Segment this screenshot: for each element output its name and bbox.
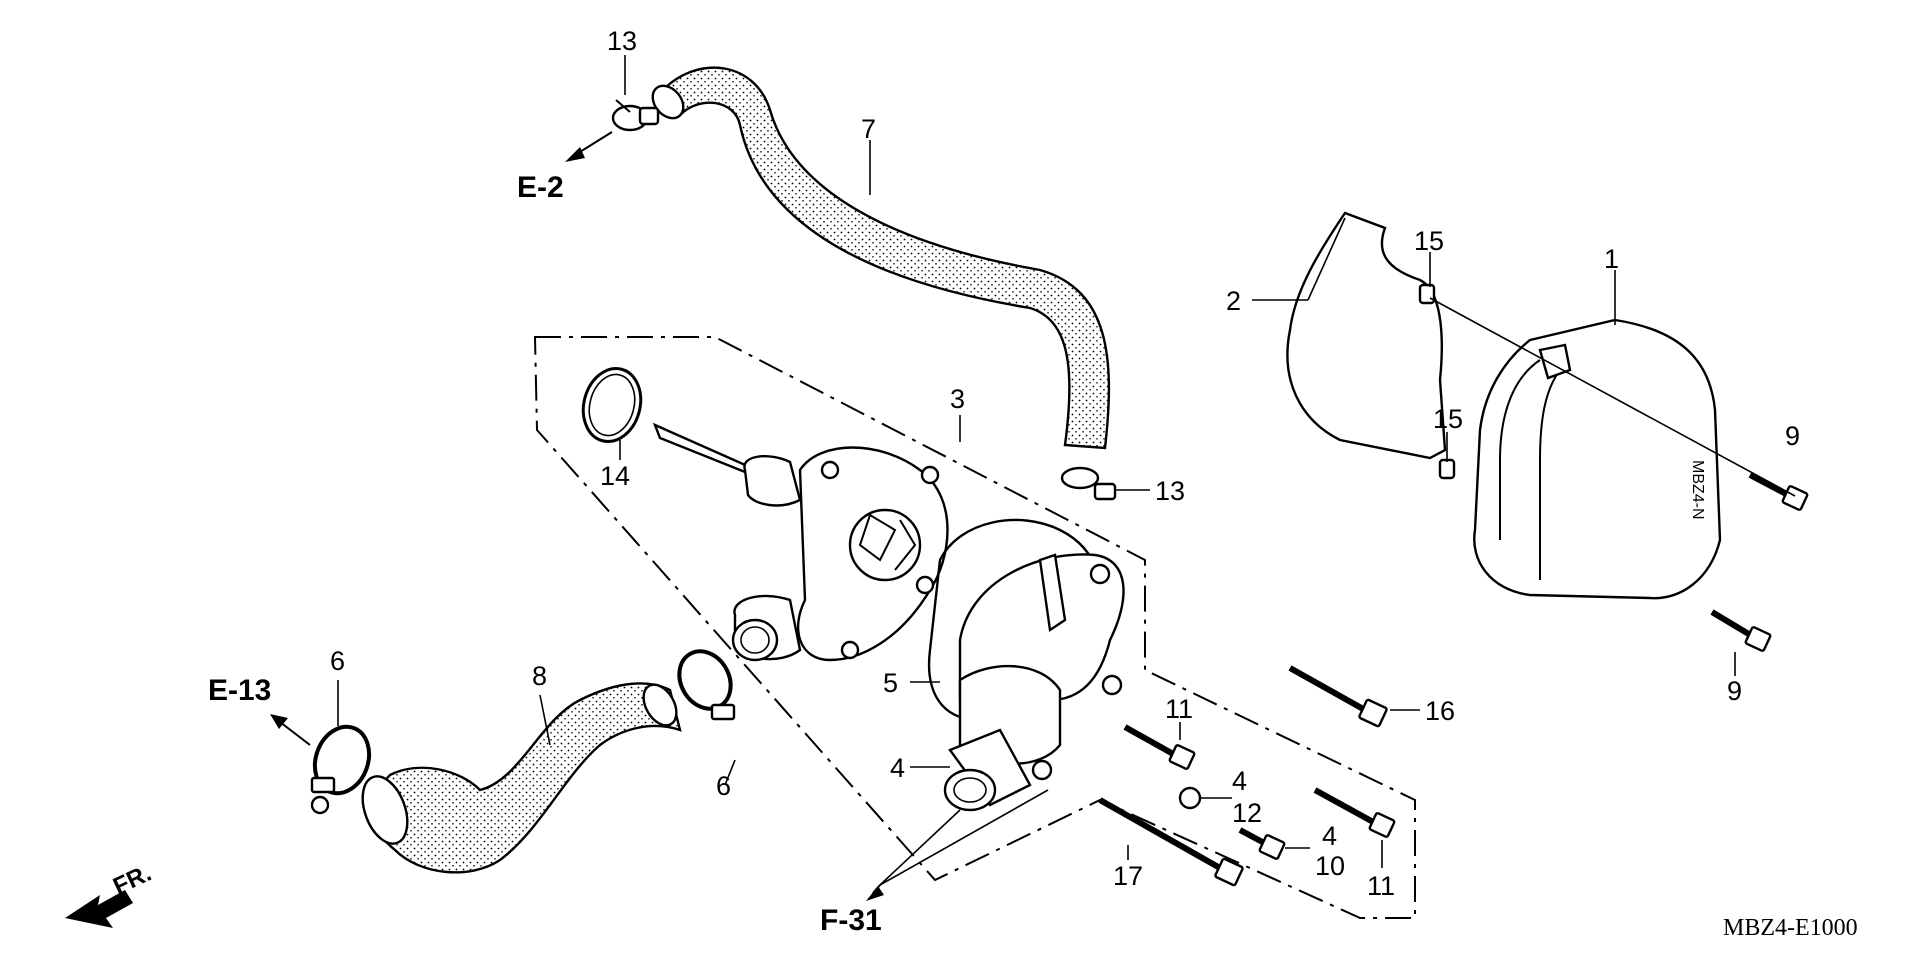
cover-stamp: MBZ4-N	[1689, 460, 1706, 520]
part-15-collar-lower	[1438, 458, 1456, 480]
label-15-lower: 15	[1433, 404, 1463, 434]
part-1-cover: MBZ4-N	[1473, 318, 1722, 600]
label-9-lower: 9	[1727, 676, 1742, 706]
part-7-hose	[651, 66, 1111, 450]
arrow-e2	[565, 131, 613, 162]
part-17-bolt	[1098, 797, 1244, 887]
part-13-clamp-upper	[611, 99, 660, 132]
arrow-f31	[866, 884, 884, 901]
arrow-e13	[270, 714, 311, 746]
label-11-left: 11	[1165, 694, 1193, 724]
part-number-labels: 13 7 2 15 1 3 15 9 14 13 6 8 5 9 11 16 6…	[330, 26, 1800, 901]
diagram-code: MBZ4-E1000	[1723, 915, 1858, 941]
ref-e13: E-13	[208, 674, 271, 707]
label-13-upper: 13	[607, 26, 637, 56]
label-5: 5	[883, 668, 898, 698]
ref-f31: F-31	[820, 904, 882, 937]
part-11-bolt-left	[1123, 724, 1196, 770]
label-15-upper: 15	[1414, 226, 1444, 256]
label-4-left: 4	[890, 753, 905, 783]
label-7: 7	[861, 114, 876, 144]
label-16: 16	[1425, 696, 1455, 726]
part-10-bolt	[1238, 827, 1286, 860]
label-4-mid: 4	[1232, 766, 1247, 796]
label-8: 8	[532, 661, 547, 691]
part-8-hose	[361, 682, 682, 874]
label-6-right: 6	[716, 771, 731, 801]
label-12: 12	[1232, 798, 1262, 828]
label-13-lower: 13	[1155, 476, 1185, 506]
part-12-washer	[1178, 786, 1202, 810]
ref-e2: E-2	[517, 171, 564, 204]
label-1: 1	[1604, 244, 1619, 274]
part-15-collar-upper	[1418, 283, 1436, 305]
part-9-bolt-upper	[1748, 472, 1809, 511]
part-11-bolt-right	[1313, 787, 1396, 838]
part-3-pump-body	[652, 422, 949, 662]
label-10: 10	[1315, 851, 1345, 881]
leader-lines	[337, 55, 1796, 886]
front-marker-label: FR.	[109, 860, 155, 901]
label-3: 3	[950, 384, 965, 414]
part-16-bolt	[1288, 665, 1388, 728]
part-6-clamp-left	[310, 724, 372, 815]
part-13-clamp-lower	[1060, 466, 1117, 501]
label-14: 14	[600, 461, 630, 491]
part-2-bracket	[1286, 211, 1447, 460]
part-9-bolt-lower	[1710, 609, 1772, 652]
label-9-upper: 9	[1785, 421, 1800, 451]
label-2: 2	[1226, 286, 1241, 316]
label-17: 17	[1113, 861, 1143, 891]
part-14-o-ring	[581, 367, 643, 443]
front-arrow: FR.	[65, 860, 156, 928]
part-6-clamp-right	[677, 649, 736, 721]
label-4-right: 4	[1322, 821, 1337, 851]
part-4-pump-cover	[943, 553, 1125, 812]
label-11-right: 11	[1367, 871, 1395, 901]
label-6-left: 6	[330, 646, 345, 676]
